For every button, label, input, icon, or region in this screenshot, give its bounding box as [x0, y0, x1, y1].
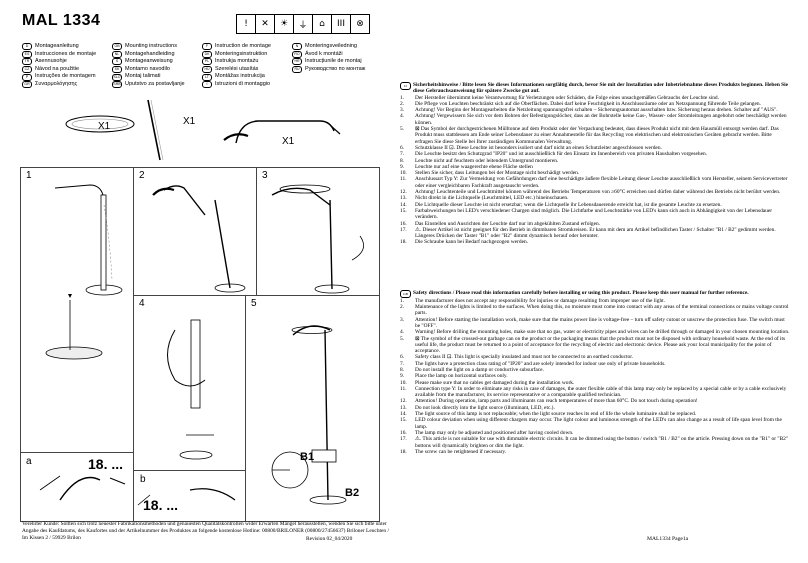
list-item: 6.Safety class II ⊡. This light is speci…: [400, 354, 634, 361]
product-title: MAL 1334: [22, 12, 101, 29]
english-heading: GB Safety directions / Please read this …: [400, 289, 790, 298]
step-number: 3: [262, 170, 268, 181]
page-reference: MAL1334 Page1a: [647, 536, 689, 542]
list-item: 11.Anschlussart Typ Y: Zur Vermeidung vo…: [400, 176, 788, 189]
list-item: 8.Do not install the light on a damp or …: [400, 366, 544, 373]
screw-note-b: 18. ...: [143, 497, 179, 513]
pole-quantity: X1: [183, 116, 196, 127]
list-item: 11.Connection type Y: In order to elimin…: [400, 385, 787, 399]
list-item: 10.Stellen Sie sicher, dass Leitungen be…: [400, 170, 580, 177]
list-item: 1.The manufacturer does not accept any r…: [400, 297, 665, 304]
list-item: 14.The light source of this lamp is not …: [400, 411, 697, 418]
step-number: 1: [26, 170, 32, 181]
list-item: 2.Die Pflege von Leuchten beschränkt sic…: [400, 100, 761, 107]
english-items: 1.The manufacturer does not accept any r…: [400, 298, 790, 455]
list-item: 16.Das Einstellen und Ausrichten der Leu…: [400, 220, 601, 227]
list-item: 1.Der Hersteller übernimmt keine Verantw…: [400, 94, 719, 101]
step-number: 5: [251, 298, 257, 309]
step-5-panel: 5: [245, 295, 380, 522]
germany-flag-icon: D: [400, 82, 411, 90]
list-item: 18.Die Schraube kann bei Bedarf nachgezo…: [400, 239, 529, 246]
step-b-panel: [133, 470, 246, 522]
german-heading: D Sicherheitshinweise / Bitte lesen Sie …: [400, 82, 790, 95]
temperature-icon: ⏚: [294, 15, 313, 33]
list-item: 5.⊠ Das Symbol der durchgestrichenen Mül…: [400, 126, 779, 145]
list-item: 15.Farbabweichungen bei LED's verschiede…: [400, 207, 773, 221]
screw-note-a: 18. ...: [88, 456, 124, 472]
list-item: 12.Attention! During operation, lamp par…: [400, 398, 698, 405]
list-item: 4.Warning! Before drilling the mounting …: [400, 329, 790, 336]
list-item: 3.Achtung! Vor Beginn der Montagearbeite…: [400, 107, 778, 114]
step-number: 2: [139, 170, 145, 181]
warning-icon: !: [237, 15, 256, 33]
button-b2-label: B2: [345, 487, 360, 499]
list-item: 4.Achtung! Vergewissern Sie sich vor dem…: [400, 113, 787, 126]
list-item: 15.LED colour deviation when using diffe…: [400, 417, 782, 430]
step-b-label: b: [140, 474, 146, 485]
revision-label: Revision 02_04/2020: [306, 536, 353, 542]
list-item: 12.Achtung! Leuchtenteile und Leuchtmitt…: [400, 189, 781, 196]
step-1-panel: 1: [20, 167, 134, 453]
list-item: 10.Please make sure that no cables get d…: [400, 379, 575, 386]
step-2-panel: 2: [133, 167, 257, 296]
list-item: 17.⚠. This article is not suitable for u…: [400, 436, 789, 449]
safety-symbols: ! ✕ ☀ ⏚ ⌂ III ⊗: [236, 14, 370, 34]
german-items: 1.Der Hersteller übernimmt keine Verantw…: [400, 95, 790, 246]
no-dimmer-icon: ✕: [256, 15, 275, 33]
shade-quantity: X1: [98, 121, 111, 132]
step-3-panel: 3: [256, 167, 380, 296]
list-item: 18.The screw can be retightened if neces…: [400, 448, 507, 455]
led-icon: ☀: [275, 15, 294, 33]
list-item: 13.Nicht direkt in die Lichtquelle (Leuc…: [400, 195, 569, 202]
lamp-pole: [147, 99, 161, 161]
step-a-label: a: [26, 456, 32, 467]
head-quantity: X1: [282, 136, 295, 147]
list-item: 14.Die Lichtquelle dieser Leuchte ist ni…: [400, 201, 722, 208]
customer-notice: Verehrter Kunde: Sollten sich trotz neue…: [22, 521, 389, 541]
list-item: 7.Die Leuchte besitzt den Schutzgrad "IP…: [400, 151, 708, 158]
ip20-icon: ⊗: [356, 19, 364, 29]
list-item: 8.Leuchte nicht auf feuchtem oder leiten…: [400, 157, 559, 164]
list-item: 6.Schutzklasse II ⊡. Diese Leuchte ist b…: [400, 144, 662, 151]
list-item: 2.Maintenance of the lights is limited t…: [400, 304, 789, 317]
list-item: 16.The lamp may only be adjusted and pos…: [400, 429, 574, 436]
class-ii-icon: III: [332, 15, 351, 33]
list-item: 17.⚠. Dieser Artikel ist nicht geeignet …: [400, 226, 776, 240]
step-number: 4: [139, 298, 145, 309]
indoor-icon: ⌂: [313, 15, 332, 33]
list-item: 7.The lights have a protection class rat…: [400, 360, 666, 367]
list-item: 5.⊠ The symbol of the crossed-out garbag…: [400, 335, 786, 355]
list-item: 13.Do not look directly into the light s…: [400, 404, 555, 411]
button-b1-label: B1: [300, 451, 315, 463]
safety-text-column: D Sicherheitshinweise / Bitte lesen Sie …: [400, 82, 790, 455]
list-item: 3.Attention! Before starting the install…: [400, 316, 785, 329]
uk-flag-icon: GB: [400, 289, 411, 298]
list-item: 9.Leuchte nur auf eine waagerechte ebene…: [400, 163, 533, 170]
list-item: 9.Place the lamp on horizontal surfaces …: [400, 373, 508, 380]
